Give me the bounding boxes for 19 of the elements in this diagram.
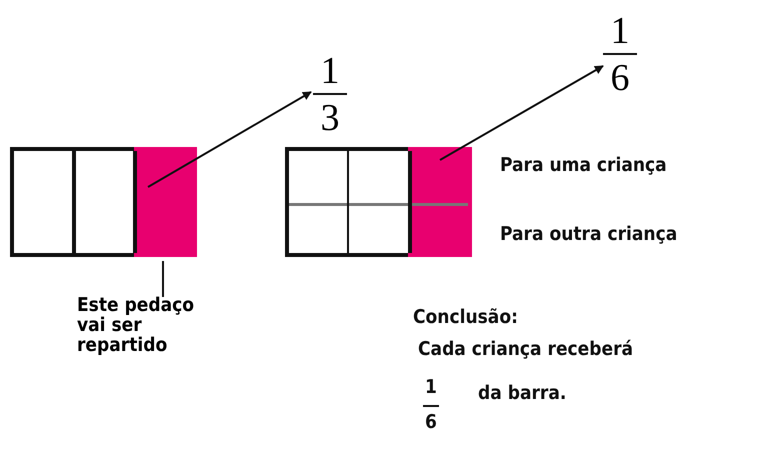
denominator: 6 bbox=[610, 59, 630, 97]
shaded-part bbox=[408, 147, 472, 203]
arrow bbox=[440, 65, 604, 161]
numerator: 1 bbox=[313, 52, 347, 95]
fraction-bar-drawing bbox=[285, 147, 472, 257]
label-text: Conclusão: bbox=[413, 308, 518, 328]
fraction-digit: 6 bbox=[425, 413, 437, 433]
leader-line bbox=[162, 261, 164, 297]
fraction-bar-drawing bbox=[10, 147, 197, 257]
label-text: da barra. bbox=[478, 384, 566, 404]
numerator: 1 bbox=[603, 12, 637, 55]
label-text: Para outra criança bbox=[500, 225, 678, 245]
label-text: Para uma criança bbox=[500, 156, 667, 176]
fraction-digit: 1 bbox=[425, 378, 437, 398]
label-text: Cada criança receberá bbox=[418, 340, 634, 360]
denominator: 3 bbox=[320, 99, 340, 137]
note-text: Este pedaço vai ser repartido bbox=[77, 296, 227, 356]
shaded-part bbox=[134, 147, 197, 257]
arrow bbox=[148, 91, 312, 188]
